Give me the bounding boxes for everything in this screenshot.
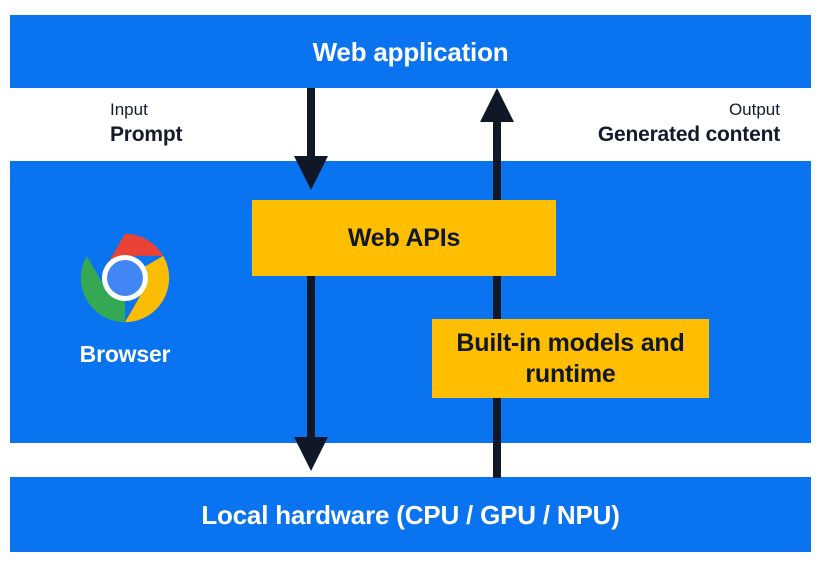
box-builtin-models-label: Built-in models and runtime	[456, 329, 685, 388]
box-builtin-models[interactable]: Built-in models and runtime	[432, 319, 709, 398]
chrome-logo-icon	[79, 232, 171, 324]
output-label-kind: Output	[728, 100, 780, 119]
output-flow-label: Output Generated content	[598, 101, 780, 145]
input-label-kind: Input	[110, 100, 148, 119]
arrow-down-icon-head-upper	[294, 156, 328, 190]
box-web-apis[interactable]: Web APIs	[252, 200, 556, 276]
panel-web-application: Web application	[10, 15, 811, 88]
box-web-apis-label: Web APIs	[347, 223, 461, 252]
arrow-up-icon-head	[480, 88, 514, 122]
arrow-down-icon-shaft-upper	[307, 88, 315, 160]
arrow-up-icon-shaft	[493, 119, 501, 478]
input-flow-label: Input Prompt	[110, 100, 183, 146]
panel-local-hardware-title: Local hardware (CPU / GPU / NPU)	[201, 500, 620, 530]
panel-web-application-title: Web application	[312, 37, 509, 67]
output-label-value: Generated content	[597, 123, 780, 146]
arrow-down-icon-shaft-lower	[307, 276, 315, 441]
arrow-down-icon-head-lower	[294, 437, 328, 471]
input-label-value: Prompt	[110, 123, 183, 146]
panel-browser-title: Browser	[79, 341, 171, 367]
panel-local-hardware: Local hardware (CPU / GPU / NPU)	[10, 477, 811, 552]
